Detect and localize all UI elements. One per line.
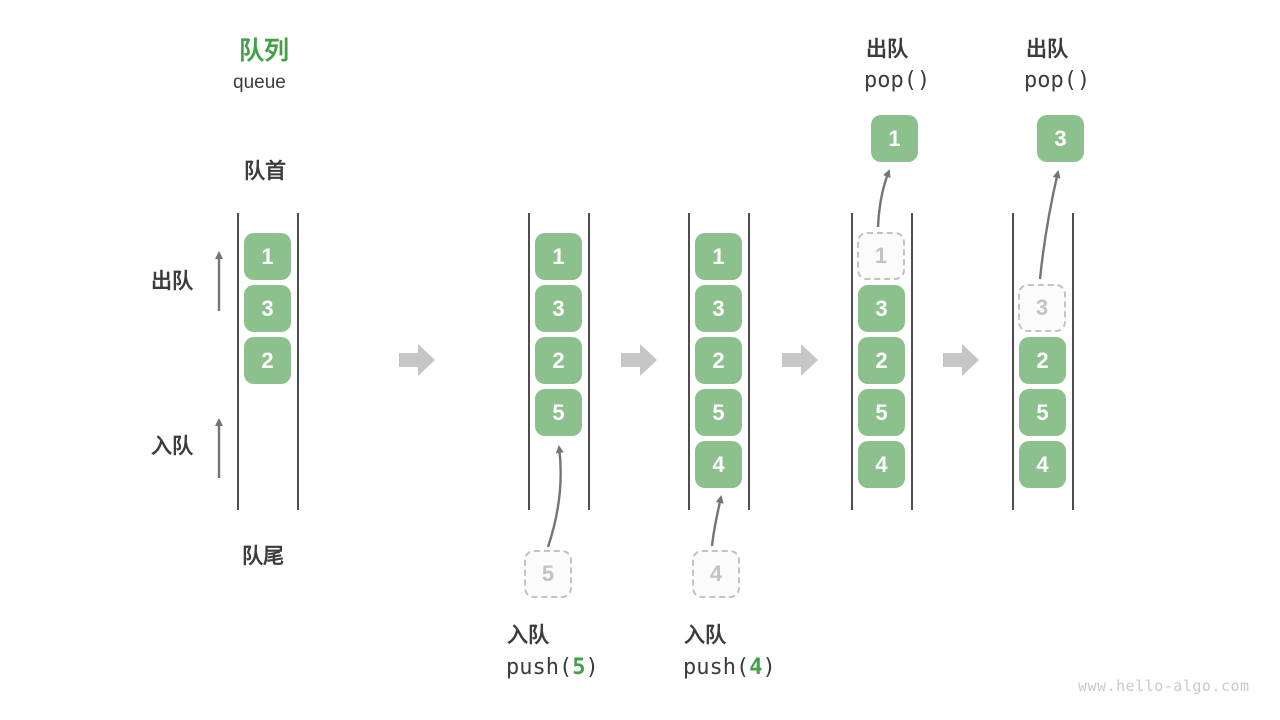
dequeue-arrow-icon [1038, 170, 1061, 280]
queue-cell: 1 [535, 233, 582, 280]
queue1-right-wall [297, 213, 299, 510]
arrow-right-icon [621, 344, 657, 376]
label-queue-rear: 队尾 [242, 545, 284, 568]
queue-cell: 2 [244, 337, 291, 384]
queue-cell: 2 [535, 337, 582, 384]
queue5-right-wall [1072, 213, 1074, 510]
pop2-op-label: 出队 [1026, 38, 1068, 61]
arrow-right-icon [943, 344, 979, 376]
queue-cell: 5 [858, 389, 905, 436]
queue-cell: 2 [695, 337, 742, 384]
enqueue-arrow-icon [546, 445, 564, 548]
queue4-right-wall [911, 213, 913, 510]
queue3-left-wall [688, 213, 690, 510]
push5-code-close: ) [585, 655, 599, 680]
pop1-op-label: 出队 [866, 38, 908, 61]
push5-code-arg: 5 [572, 655, 586, 680]
pop2-code: pop() [1024, 68, 1091, 93]
queue-cell: 2 [858, 337, 905, 384]
queue1-left-wall [237, 213, 239, 510]
label-dequeue-side: 出队 [151, 270, 193, 293]
label-enqueue-side: 入队 [151, 435, 193, 458]
push5-op-label: 入队 [507, 624, 549, 647]
queue-cell: 4 [695, 441, 742, 488]
enqueue-arrow-icon [710, 495, 724, 547]
dequeue-arrow-icon [876, 169, 891, 228]
push4-code: push(4) [683, 655, 776, 680]
queue-cell: 4 [858, 441, 905, 488]
push4-op-label: 入队 [684, 624, 726, 647]
label-queue-front: 队首 [244, 160, 286, 183]
queue-cell: 2 [1019, 337, 1066, 384]
popped-cell: 3 [1037, 115, 1084, 162]
push4-code-arg: 4 [749, 655, 763, 680]
push4-code-fn: push( [683, 655, 750, 680]
dequeued-ghost-cell: 3 [1018, 284, 1066, 332]
queue-cell: 1 [695, 233, 742, 280]
arrow-right-icon [782, 344, 818, 376]
queue-cell: 5 [535, 389, 582, 436]
queue-cell: 3 [535, 285, 582, 332]
page-title: 队列 [239, 37, 290, 65]
queue2-right-wall [588, 213, 590, 510]
queue-cell: 5 [1019, 389, 1066, 436]
queue-cell: 3 [695, 285, 742, 332]
pending-enqueue-cell: 4 [692, 550, 740, 598]
queue5-left-wall [1012, 213, 1014, 510]
pending-enqueue-cell: 5 [524, 550, 572, 598]
pop1-code: pop() [864, 68, 931, 93]
dequeued-ghost-cell: 1 [857, 232, 905, 280]
push5-code-fn: push( [506, 655, 573, 680]
push4-code-close: ) [762, 655, 776, 680]
queue-cell: 1 [244, 233, 291, 280]
push5-code: push(5) [506, 655, 599, 680]
queue3-right-wall [748, 213, 750, 510]
queue-cell: 3 [858, 285, 905, 332]
popped-cell: 1 [871, 115, 918, 162]
page-subtitle: queue [233, 72, 286, 93]
queue-cell: 4 [1019, 441, 1066, 488]
queue-cell: 3 [244, 285, 291, 332]
arrow-right-icon [399, 344, 435, 376]
queue-cell: 5 [695, 389, 742, 436]
queue2-left-wall [528, 213, 530, 510]
queue4-left-wall [851, 213, 853, 510]
watermark: www.hello-algo.com [1078, 677, 1250, 695]
